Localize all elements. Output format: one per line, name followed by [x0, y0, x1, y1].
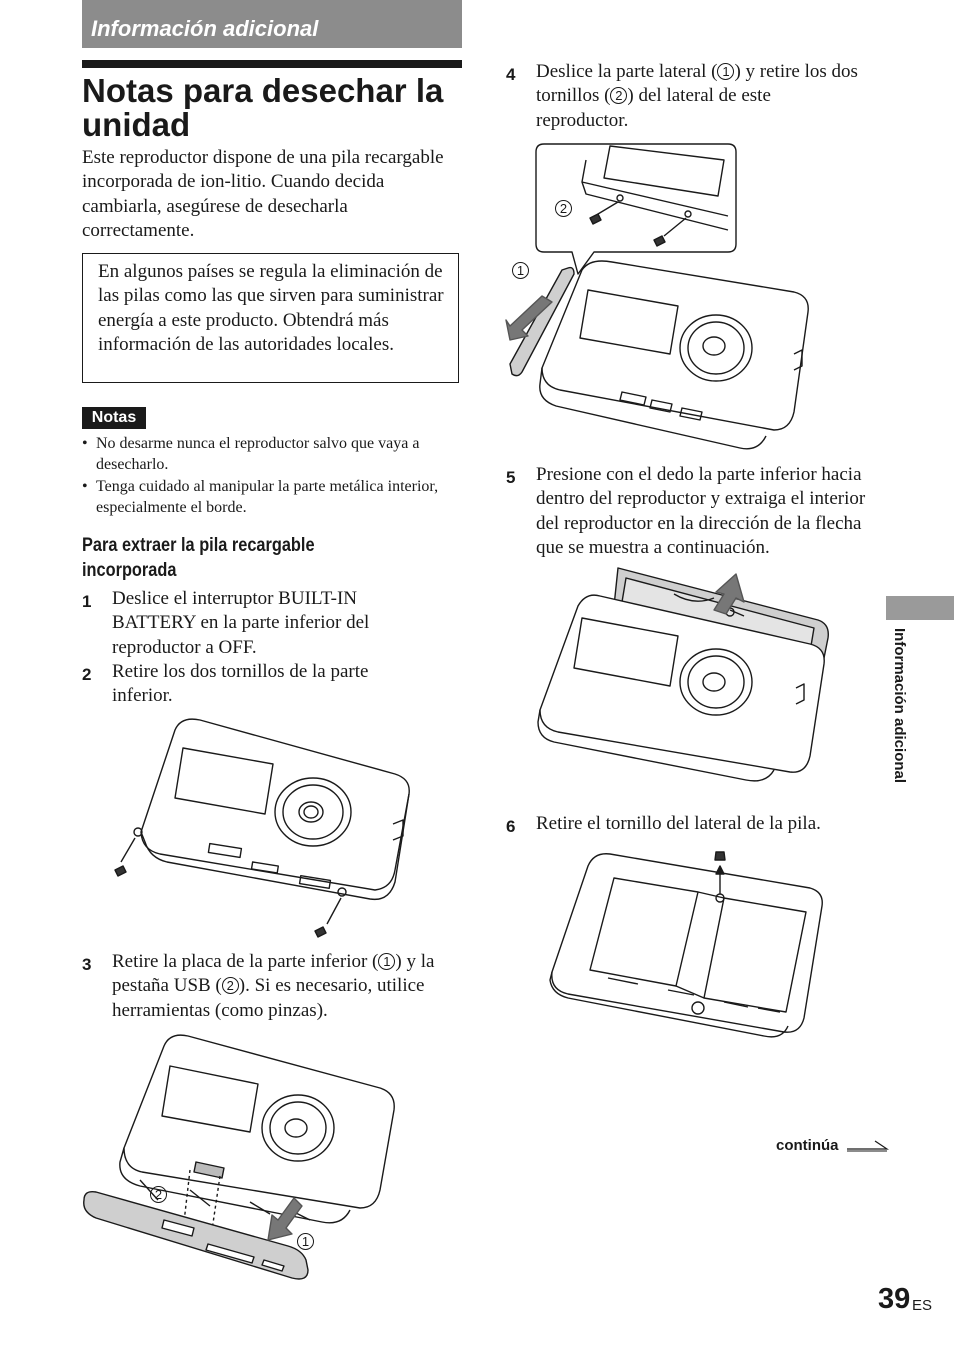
figure-pull-out-interior	[534, 566, 834, 791]
callout-2: 2	[610, 87, 628, 105]
page-number: 39	[878, 1283, 911, 1315]
title-rule	[82, 60, 462, 68]
side-tab-label: Información adicional	[891, 628, 908, 784]
figure-remove-battery-screw	[548, 848, 830, 1043]
info-box: En algunos países se regula la eliminaci…	[82, 253, 459, 383]
step-text: Retire los dos tornillos de la parte inf…	[112, 661, 369, 707]
step-text: Deslice el interruptor BUILT-IN BATTERY …	[112, 588, 370, 658]
callout-1-figure: 1	[297, 1233, 314, 1250]
section-header-bar: Información adicional	[82, 0, 462, 48]
note-item: • Tenga cuidado al manipular la parte me…	[82, 476, 462, 518]
callout-2-figure: 2	[555, 200, 572, 217]
info-box-text: En algunos países se regula la eliminaci…	[98, 261, 444, 355]
note-item: • No desarme nunca el reproductor salvo …	[82, 433, 462, 475]
step-3: 3 Retire la placa de la parte inferior (…	[82, 951, 435, 1021]
figure-remove-bottom-screws	[105, 712, 425, 952]
page-title: Notas para desechar la unidad	[82, 72, 444, 143]
step-number: 1	[82, 592, 92, 611]
step-4: 4 Deslice la parte lateral (1) y retire …	[506, 61, 858, 131]
step-number: 3	[82, 955, 92, 974]
intro-paragraph: Este reproductor dispone de una pila rec…	[82, 147, 444, 241]
language-code: ES	[912, 1297, 933, 1314]
callout-1-figure: 1	[512, 262, 529, 279]
callout-2-figure: 2	[150, 1186, 167, 1203]
callout-1: 1	[717, 63, 735, 80]
note-text: No desarme nunca el reproductor salvo qu…	[96, 435, 420, 473]
continue-arrow-icon	[846, 1140, 889, 1152]
step-1: 1 Deslice el interruptor BUILT-IN BATTER…	[82, 587, 422, 660]
step-2: 2 Retire los dos tornillos de la parte i…	[82, 660, 422, 709]
figure-slide-side-part	[502, 140, 832, 460]
subheading: Para extraer la pila recargable incorpor…	[82, 535, 315, 581]
step-text: Retire el tornillo del lateral de la pil…	[536, 813, 821, 834]
step-number: 5	[506, 468, 516, 487]
step-number: 4	[506, 65, 516, 84]
side-tab	[886, 596, 954, 620]
callout-1: 1	[378, 953, 396, 970]
step-number: 6	[506, 817, 516, 836]
continues-label: continúa	[776, 1137, 889, 1154]
note-text: Tenga cuidado al manipular la parte metá…	[96, 478, 439, 516]
step-5: 5 Presione con el dedo la parte inferior…	[506, 463, 886, 560]
callout-2: 2	[221, 977, 239, 995]
step-6: 6 Retire el tornillo del lateral de la p…	[506, 812, 886, 836]
figure-remove-bottom-plate	[80, 1030, 400, 1290]
notes-badge: Notas	[82, 407, 146, 429]
step-text: Presione con el dedo la parte inferior h…	[536, 464, 866, 558]
section-title: Información adicional	[91, 16, 319, 41]
step-number: 2	[82, 665, 92, 684]
